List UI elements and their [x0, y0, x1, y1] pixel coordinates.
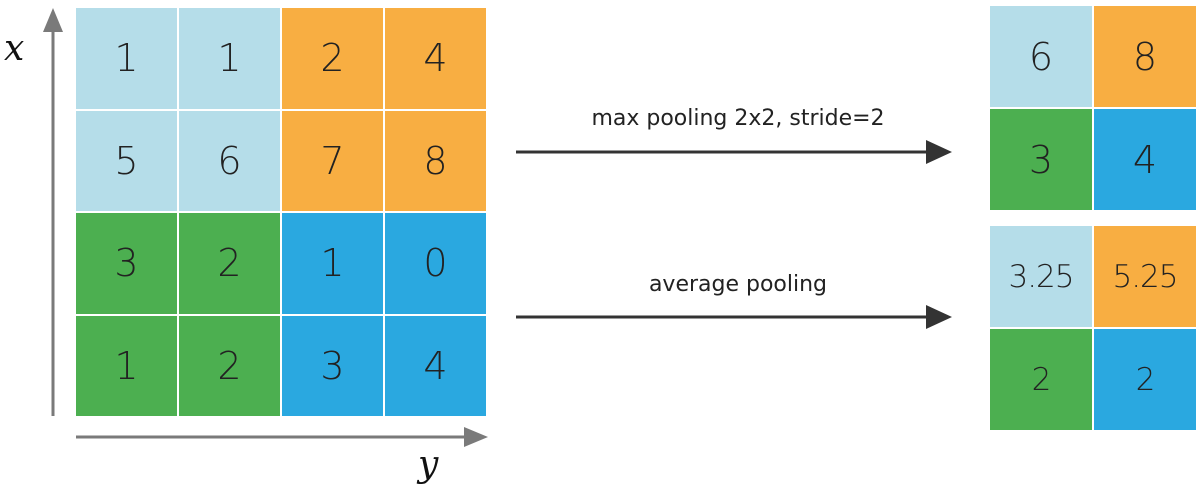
max-pool-cell: 3 — [990, 109, 1092, 210]
avg-pool-cell: 5.25 — [1094, 226, 1196, 327]
input-cell: 4 — [385, 8, 486, 109]
average-pooling-label: average pooling — [648, 272, 828, 297]
input-cell: 7 — [282, 110, 383, 211]
input-cell: 5 — [76, 110, 177, 211]
x-axis-arrowhead — [43, 8, 63, 32]
max-pool-cell: 4 — [1094, 109, 1196, 210]
avg-pool-cell: 2 — [990, 329, 1092, 430]
max-pooling-output: 6 8 3 4 — [990, 6, 1196, 210]
max-pooling-label: max pooling 2x2, stride=2 — [591, 106, 885, 131]
input-cell: 3 — [76, 213, 177, 314]
max-pool-cell: 6 — [990, 6, 1092, 107]
y-axis-label: y — [418, 444, 439, 485]
x-axis-label: x — [4, 28, 25, 69]
max-pool-cell: 8 — [1094, 6, 1196, 107]
input-cell: 2 — [179, 213, 280, 314]
input-cell: 2 — [282, 8, 383, 109]
input-cell: 1 — [179, 8, 280, 109]
input-cell: 0 — [385, 213, 486, 314]
y-axis-arrowhead — [464, 427, 488, 447]
avg-pool-cell: 3.25 — [990, 226, 1092, 327]
average-pooling-output: 3.25 5.25 2 2 — [990, 226, 1196, 430]
average-pooling-arrowhead — [926, 305, 952, 329]
input-cell: 2 — [179, 315, 280, 416]
input-cell: 1 — [282, 213, 383, 314]
input-matrix: 1 1 2 4 5 6 7 8 3 2 1 0 1 2 3 4 — [76, 8, 486, 416]
input-cell: 1 — [76, 8, 177, 109]
input-cell: 6 — [179, 110, 280, 211]
input-cell: 8 — [385, 110, 486, 211]
avg-pool-cell: 2 — [1094, 329, 1196, 430]
max-pooling-arrowhead — [926, 140, 952, 164]
input-cell: 3 — [282, 315, 383, 416]
input-cell: 4 — [385, 315, 486, 416]
input-cell: 1 — [76, 315, 177, 416]
